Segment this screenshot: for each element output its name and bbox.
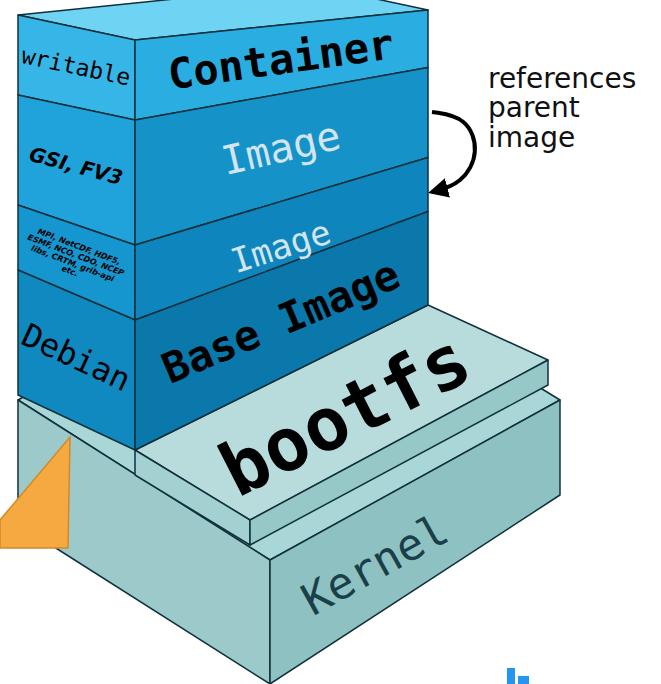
layer-box: Kernel (18, 395, 560, 684)
layer-label: Debian (16, 318, 136, 399)
layer-box: writable Container (18, 0, 428, 120)
layer-label: GSI, FV3 (27, 143, 125, 189)
callout-triangle (0, 437, 70, 548)
logo-fragment (507, 668, 515, 684)
layer-label: Kernel (294, 505, 456, 624)
layer-label: Image (217, 113, 344, 183)
layer-box: GSI, FV3 Image (18, 67, 428, 245)
layer-label: writable (19, 43, 133, 91)
layer-label: Image (227, 213, 336, 280)
layer-box: bootfs (135, 305, 548, 545)
layer-label: Container (165, 21, 397, 98)
arrow-label: references parent image (488, 64, 660, 152)
layer-label: MPI, NetCDF, HDF5, ESMF, NCO, CDO, NCEP … (19, 225, 129, 295)
layer-label: bootfs (207, 318, 482, 512)
reference-arrow (432, 112, 475, 192)
logo-fragment (518, 676, 529, 684)
